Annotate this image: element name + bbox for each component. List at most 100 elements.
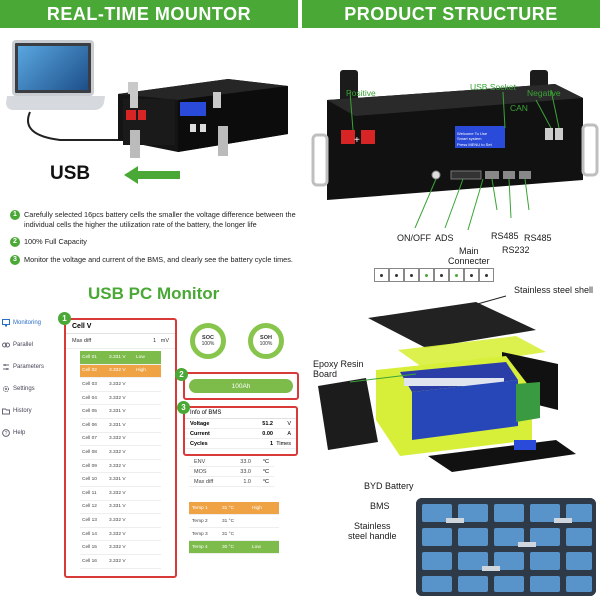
cell-value: 3.332 V: [109, 395, 126, 401]
sidebar-item-parameters[interactable]: Parameters: [2, 356, 52, 378]
temp-summary-k: ENV: [194, 458, 206, 465]
sidebar-item-label: Settings: [13, 386, 35, 392]
cell-voltage-row: Cell 08 3.332 V: [80, 446, 161, 460]
indicator-strip: [374, 268, 494, 282]
feature-number: 3: [10, 254, 20, 265]
cell-value: 3.331 V: [109, 409, 126, 415]
exploded-view: [318, 295, 576, 472]
indicator-cell: [479, 268, 494, 282]
cell-name: Cell 01: [82, 354, 97, 360]
bms-k: Voltage: [190, 420, 210, 427]
positive-label: Positive: [346, 88, 376, 98]
maxdiff-label: Max diff: [72, 338, 92, 344]
temp-name: Temp 4: [192, 544, 208, 550]
usb-socket-label: USB Socket: [470, 82, 516, 92]
cell-value: 3.332 V: [109, 368, 126, 374]
sidebar-item-help[interactable]: ? Help: [2, 422, 52, 444]
sidebar-item-parallel[interactable]: Parallel: [2, 334, 52, 356]
battery-box-front: + Welcome To Use Smart system Press MENU…: [311, 70, 599, 230]
gear-icon: [3, 386, 9, 392]
cell-value: 3.332 V: [109, 449, 126, 455]
cell-value: 3.332 V: [109, 490, 126, 496]
bms-label: BMS: [370, 501, 390, 511]
soh-gauge: SOH 100%: [248, 323, 284, 359]
soc-value: 100%: [201, 341, 215, 347]
sliders-icon: [3, 364, 9, 370]
temperature-row: Temp 4 30 °C Low: [189, 541, 279, 554]
lcd-line-3: Press MENU to Set: [457, 142, 493, 147]
cell-voltage-row: Cell 11 3.332 V: [80, 487, 161, 501]
laptop-screen: [12, 40, 94, 96]
feature-item: 2 100% Full Capacity: [10, 236, 300, 247]
temp-name: Temp 1: [192, 505, 208, 511]
feature-text: Carefully selected 16pcs battery cells t…: [24, 210, 296, 229]
usb-pc-monitor-title: USB PC Monitor: [88, 284, 220, 303]
cell-value: 3.332 V: [109, 517, 126, 523]
help-icon: ?: [2, 429, 10, 437]
folder-icon: [2, 408, 10, 415]
cell-name: Cell 13: [82, 517, 97, 523]
feature-list: 1 Carefully selected 16pcs battery cells…: [10, 210, 300, 272]
bms-u: V: [287, 420, 291, 427]
cell-voltage-row: Cell 13 3.332 V: [80, 514, 161, 528]
cell-name: Cell 02: [82, 368, 97, 374]
sidebar-item-settings[interactable]: Settings: [2, 378, 52, 400]
bms-info-row: Current 0.00 A: [185, 429, 296, 439]
bms-v: 51.2: [262, 420, 273, 427]
lcd-line-2: Smart system: [457, 136, 482, 141]
cell-name: Cell 16: [82, 558, 97, 564]
temp-value: 31 °C: [222, 531, 235, 537]
on-off-label: ON/OFF: [397, 233, 431, 243]
cell-name: Cell 10: [82, 477, 97, 483]
cell-value: 3.332 V: [109, 381, 126, 387]
steel-handle-label: Stainless steel handle: [348, 521, 397, 541]
bms-v: 1: [269, 440, 273, 447]
temp-value: 30 °C: [222, 544, 235, 550]
bms-info-row: Voltage 51.2 V: [185, 419, 296, 429]
bms-k: Current: [190, 430, 210, 437]
lcd-line-1: Welcome To Use: [457, 131, 488, 136]
cell-name: Cell 11: [82, 490, 97, 496]
cell-name: Cell 08: [82, 449, 97, 455]
bms-u: A: [287, 430, 291, 437]
feature-text: Monitor the voltage and current of the B…: [24, 254, 293, 264]
temp-name: Temp 2: [192, 518, 208, 524]
sidebar-item-history[interactable]: History: [2, 400, 52, 422]
cell-name: Cell 14: [82, 531, 97, 537]
cell-value: 3.331 V: [109, 504, 126, 510]
stainless-shell-label: Stainless steel shell: [514, 285, 594, 295]
cell-value: 3.332 V: [109, 463, 126, 469]
feature-text: 100% Full Capacity: [24, 236, 87, 246]
temp-value: 31 °C: [222, 505, 235, 511]
temp-name: Temp 3: [192, 531, 208, 537]
sidebar-item-monitoring[interactable]: Monitoring: [2, 312, 52, 334]
bms-v: 0.00: [262, 430, 273, 437]
can-label: CAN: [510, 103, 528, 113]
temp-tag: Low: [252, 544, 261, 550]
temp-summary-u: °C: [262, 478, 269, 485]
indicator-cell: [404, 268, 419, 282]
rs485-label-2: RS485: [524, 233, 552, 243]
rs485-label-1: RS485: [491, 231, 519, 241]
cell-voltage-header: Cell V: [66, 320, 175, 334]
cell-maxdiff-row: Max diff 1 mV: [66, 334, 175, 349]
temp-tag: High: [252, 505, 262, 511]
sidebar-item-label: Parameters: [13, 364, 45, 370]
rs232-label: RS232: [502, 245, 530, 255]
negative-label: Negative: [527, 88, 561, 98]
cell-voltage-row: Cell 12 3.331 V: [80, 501, 161, 515]
cell-name: Cell 12: [82, 504, 97, 510]
